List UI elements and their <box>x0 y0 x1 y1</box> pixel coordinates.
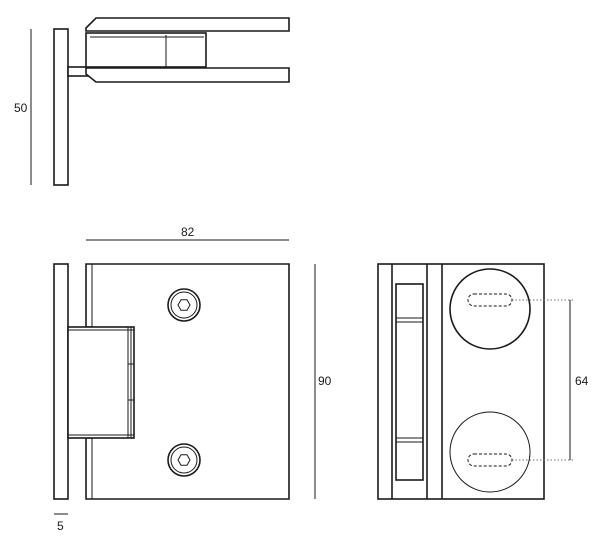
top-view-wall-plate <box>53 28 69 186</box>
front-view-wall-plate <box>53 263 69 500</box>
dim-label-height: 90 <box>318 374 332 388</box>
front-view-lower-screw-icon <box>167 443 201 477</box>
top-view-upper-wing <box>85 17 290 32</box>
dim-label-hole-spacing: 64 <box>575 374 589 388</box>
dim-label-side-height: 50 <box>14 101 28 115</box>
side-view-lower-pad <box>449 411 531 493</box>
top-view: 50 <box>14 17 290 186</box>
top-view-body <box>85 32 207 68</box>
dim-label-width: 82 <box>181 225 195 239</box>
front-view-upper-screw-icon <box>167 288 201 322</box>
side-view-knuckle <box>395 283 424 481</box>
side-view-upper-pad <box>449 268 531 350</box>
front-view-knuckle <box>67 326 135 439</box>
top-view-lower-wing <box>85 67 290 83</box>
side-view: 64 <box>377 263 589 500</box>
front-view: 82 90 5 <box>53 225 332 533</box>
dim-label-plate-thickness: 5 <box>57 519 64 533</box>
